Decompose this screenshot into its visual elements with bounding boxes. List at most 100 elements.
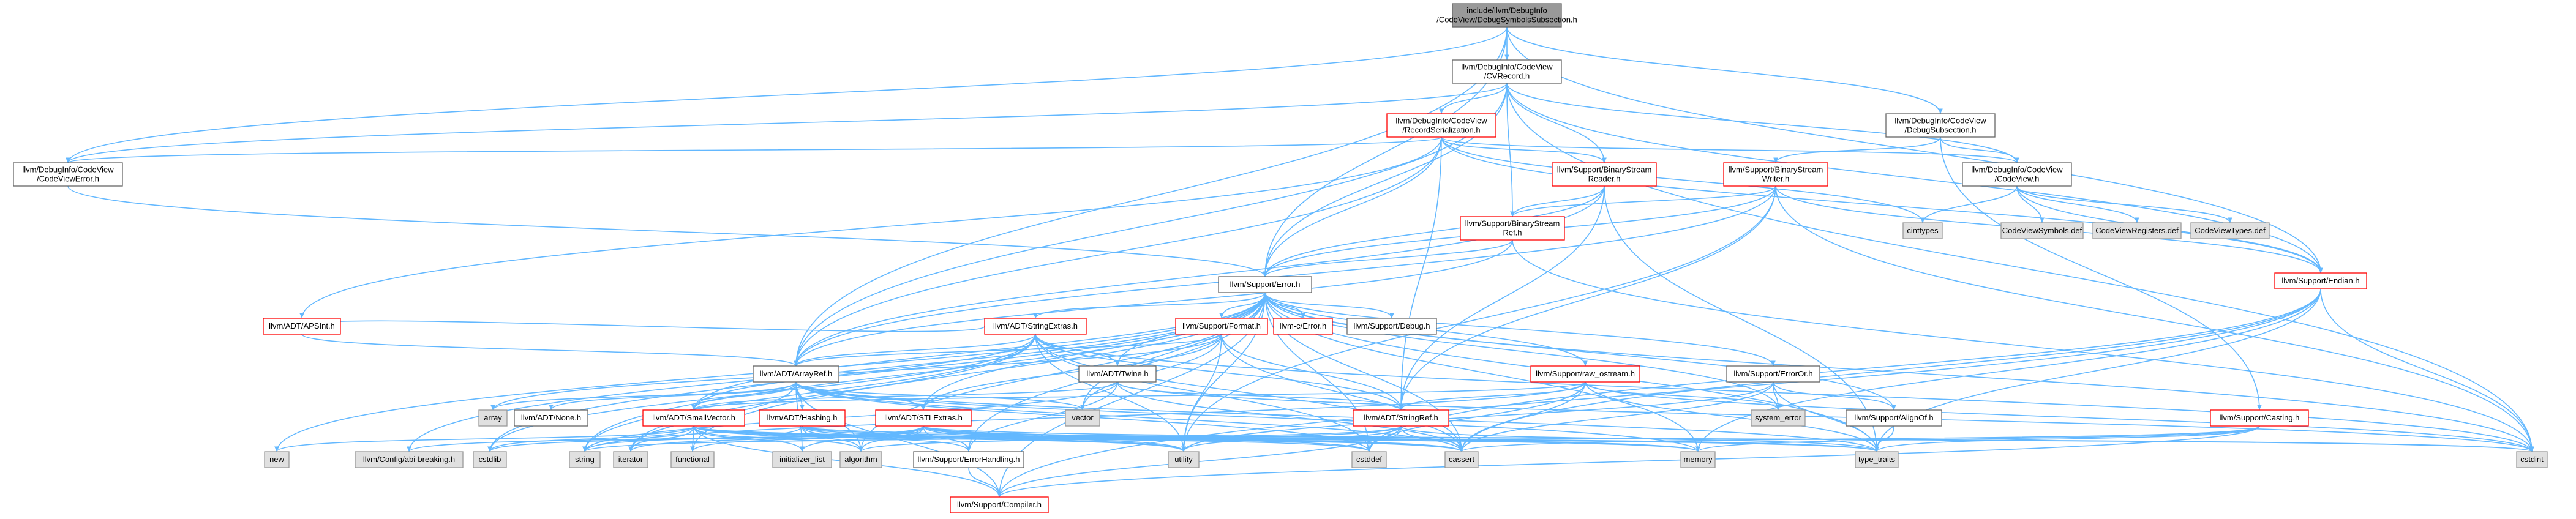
node-box bbox=[950, 496, 1049, 513]
edge-bswriter-to-arrayref bbox=[794, 185, 1776, 367]
node-label: include/llvm/DebugInfo bbox=[1466, 6, 1547, 15]
node-box bbox=[514, 409, 588, 427]
edge-debugsub-to-bswriter bbox=[1773, 136, 1941, 163]
edge-hashing-to-algorithm bbox=[802, 425, 863, 452]
node-casting[interactable]: llvm/Support/Casting.h bbox=[2210, 409, 2309, 427]
node-box bbox=[759, 409, 846, 427]
node-string: string bbox=[569, 451, 601, 468]
node-label: llvm/ADT/STLExtras.h bbox=[884, 413, 963, 422]
edge-casting-to-compiler bbox=[997, 425, 2260, 498]
node-alignof[interactable]: llvm/Support/AlignOf.h bbox=[1846, 409, 1942, 427]
edge-arrayref-to-vector bbox=[795, 381, 1085, 411]
node-label: llvm/Support/BinaryStream bbox=[1557, 165, 1652, 174]
edge-arrayref-to-smallvector bbox=[691, 381, 797, 411]
node-stringextras[interactable]: llvm/ADT/StringExtras.h bbox=[984, 318, 1087, 335]
edge-bswriter-to-stringref bbox=[1399, 185, 1776, 411]
node-endian[interactable]: llvm/Support/Endian.h bbox=[2274, 272, 2367, 289]
edge-stlextras-to-functional bbox=[690, 425, 924, 452]
node-configabi: llvm/Config/abi-breaking.h bbox=[355, 451, 464, 468]
node-rawostream[interactable]: llvm/Support/raw_ostream.h bbox=[1530, 365, 1640, 383]
edge-bsreader-to-bsref bbox=[1510, 185, 1605, 217]
node-box bbox=[1962, 162, 2072, 187]
node-label: functional bbox=[675, 455, 710, 464]
node-apsint[interactable]: llvm/ADT/APSInt.h bbox=[263, 318, 341, 335]
edge-stringextras-to-cstdint bbox=[1035, 334, 2534, 452]
node-cassert: cassert bbox=[1444, 451, 1479, 468]
node-box bbox=[478, 409, 508, 427]
node-debug[interactable]: llvm/Support/Debug.h bbox=[1346, 318, 1437, 335]
node-label: llvm/Config/abi-breaking.h bbox=[363, 455, 455, 464]
node-smallvector[interactable]: llvm/ADT/SmallVector.h bbox=[642, 409, 745, 427]
node-none[interactable]: llvm/ADT/None.h bbox=[514, 409, 588, 427]
node-box bbox=[1065, 409, 1100, 427]
edge-stlextras-to-iterator bbox=[628, 425, 924, 452]
edge-cvrecord-to-bsref bbox=[1506, 83, 1515, 217]
node-error[interactable]: llvm/Support/Error.h bbox=[1218, 276, 1312, 293]
edge-stlextras-to-initlist bbox=[800, 425, 924, 452]
node-functional: functional bbox=[670, 451, 715, 468]
edge-recser-to-arrayref bbox=[794, 136, 1442, 367]
edge-format-to-arrayref bbox=[794, 334, 1222, 367]
node-cvrecord[interactable]: llvm/DebugInfo/CodeView/CVRecord.h bbox=[1452, 59, 1562, 84]
edge-bsref-to-arrayref bbox=[794, 239, 1513, 367]
node-erroror[interactable]: llvm/Support/ErrorOr.h bbox=[1726, 365, 1820, 383]
node-label: llvm/Support/Debug.h bbox=[1353, 321, 1430, 330]
node-label: llvm/Support/BinaryStream bbox=[1729, 165, 1823, 174]
edge-stlextras-to-memory bbox=[923, 425, 1700, 452]
node-box bbox=[2000, 222, 2084, 239]
edge-root-to-cverror bbox=[66, 26, 1508, 163]
node-cinttypes: cinttypes bbox=[1902, 222, 1943, 239]
node-box bbox=[355, 451, 464, 468]
node-label: new bbox=[269, 455, 284, 464]
node-errhandling[interactable]: llvm/Support/ErrorHandling.h bbox=[913, 451, 1024, 468]
node-box bbox=[1902, 222, 1943, 239]
edge-error-to-systemerror bbox=[1264, 292, 1781, 411]
node-cerror[interactable]: llvm-c/Error.h bbox=[1273, 318, 1333, 335]
node-cverror[interactable]: llvm/DebugInfo/CodeView/CodeViewError.h bbox=[13, 162, 123, 187]
edge-stringextras-to-cstdlib bbox=[487, 334, 1036, 452]
nodes-layer: include/llvm/DebugInfo/CodeView/DebugSym… bbox=[13, 3, 2548, 513]
edge-cvrecord-to-endian bbox=[1506, 83, 2323, 274]
node-label: cstdint bbox=[2520, 455, 2544, 464]
edge-format-to-array bbox=[490, 334, 1222, 411]
edge-bswriter-to-utility bbox=[1181, 185, 1776, 452]
edge-stringextras-to-utility bbox=[1035, 334, 1186, 452]
edge-stlextras-to-utility bbox=[923, 425, 1186, 452]
node-arrayref[interactable]: llvm/ADT/ArrayRef.h bbox=[753, 365, 839, 383]
edge-twine-to-string bbox=[582, 381, 1118, 452]
node-label: llvm/ADT/StringExtras.h bbox=[993, 321, 1078, 330]
node-box bbox=[263, 318, 341, 335]
node-box bbox=[753, 365, 839, 383]
node-compiler[interactable]: llvm/Support/Compiler.h bbox=[950, 496, 1049, 513]
edge-error-to-cstdint bbox=[1264, 292, 2534, 452]
edge-recser-to-endian bbox=[1441, 136, 2323, 274]
node-typetraits: type_traits bbox=[1855, 451, 1899, 468]
node-label: llvm/ADT/APSInt.h bbox=[269, 321, 335, 330]
node-cvregs: CodeViewRegisters.def bbox=[2092, 222, 2182, 239]
node-stringref[interactable]: llvm/ADT/StringRef.h bbox=[1353, 409, 1449, 427]
node-systemerror: system_error bbox=[1751, 409, 1806, 427]
node-format[interactable]: llvm/Support/Format.h bbox=[1175, 318, 1268, 335]
node-hashing[interactable]: llvm/ADT/Hashing.h bbox=[759, 409, 846, 427]
edge-bswriter-to-bsref bbox=[1510, 185, 1776, 217]
node-label: Ref.h bbox=[1503, 228, 1522, 237]
node-box bbox=[1351, 451, 1387, 468]
node-root[interactable]: include/llvm/DebugInfo/CodeView/DebugSym… bbox=[1436, 3, 1577, 28]
node-cstddef: cstddef bbox=[1351, 451, 1387, 468]
node-debugsub[interactable]: llvm/DebugInfo/CodeView/DebugSubsection.… bbox=[1885, 113, 1996, 138]
edge-stringref-to-compiler bbox=[997, 425, 1402, 498]
node-label: system_error bbox=[1755, 413, 1802, 422]
node-codeview[interactable]: llvm/DebugInfo/CodeView/CodeView.h bbox=[1962, 162, 2072, 187]
node-cstdint: cstdint bbox=[2516, 451, 2548, 468]
edge-casting-to-typetraits bbox=[1874, 425, 2260, 452]
node-label: initializer_list bbox=[779, 455, 825, 464]
edge-cvrecord-to-error bbox=[1263, 83, 1508, 277]
node-twine[interactable]: llvm/ADT/Twine.h bbox=[1078, 365, 1157, 383]
edge-stringref-to-string bbox=[582, 425, 1402, 452]
node-recser[interactable]: llvm/DebugInfo/CodeView/RecordSerializat… bbox=[1386, 113, 1496, 138]
node-stlextras[interactable]: llvm/ADT/STLExtras.h bbox=[875, 409, 972, 427]
